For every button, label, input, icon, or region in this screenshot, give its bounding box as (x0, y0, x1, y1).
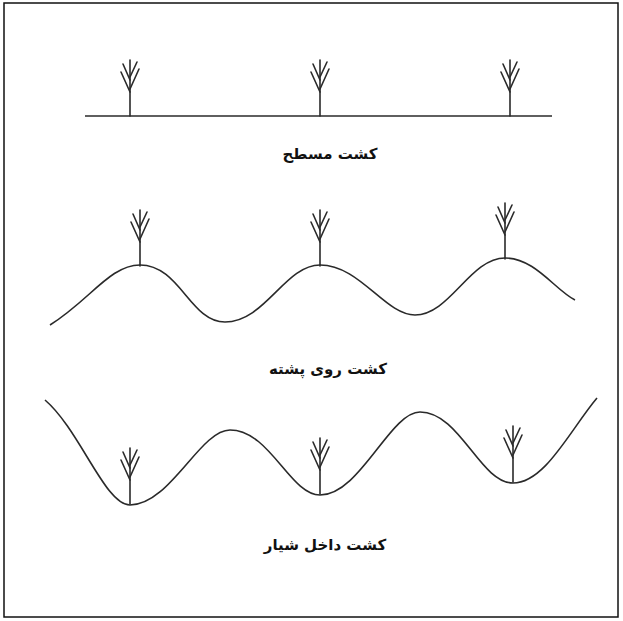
method-label: کشت داخل شیار (261, 536, 390, 556)
plant (121, 60, 139, 116)
flat-ground (85, 115, 552, 117)
frame (4, 3, 618, 617)
plant (311, 210, 329, 266)
method-label: کشت مسطح (279, 145, 380, 165)
furrow-ground (45, 398, 597, 505)
plant (311, 60, 329, 116)
plant (121, 448, 139, 504)
ridge-ground (50, 258, 575, 325)
method-label: کشت روی پشته (266, 360, 390, 380)
plant (496, 203, 514, 259)
plant (501, 60, 519, 116)
plant (311, 438, 329, 494)
plant (504, 426, 522, 482)
plant (131, 210, 149, 266)
